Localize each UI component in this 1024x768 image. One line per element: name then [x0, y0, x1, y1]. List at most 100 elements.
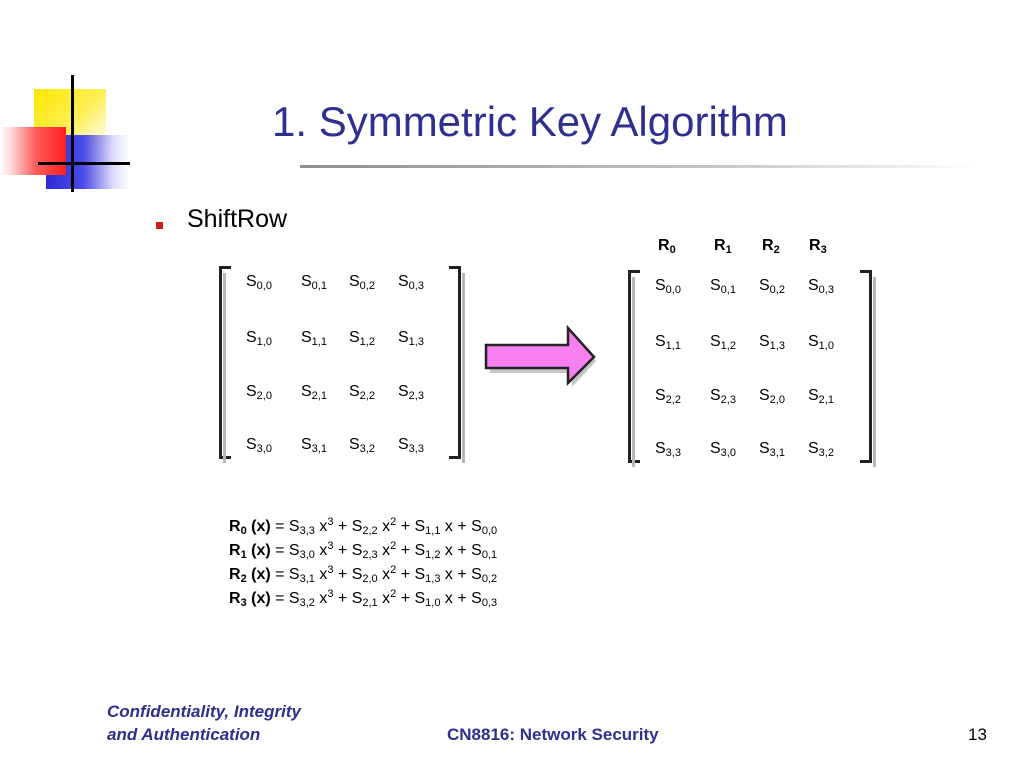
left-bracket [628, 270, 640, 467]
equation-term: S0,1 [471, 542, 498, 561]
header-index: 2 [773, 244, 780, 256]
matrix-cell: S2,2 [655, 388, 681, 406]
cell-index: 0,0 [256, 280, 272, 292]
matrix-cell: S2,3 [398, 383, 424, 402]
matrix-cell: S0,0 [246, 274, 272, 292]
cell-index: 3,1 [769, 447, 785, 459]
matrix-cell: S2,3 [710, 387, 736, 406]
cell-index: 0,0 [665, 284, 681, 296]
cell-base: S [349, 436, 360, 453]
cell-base: S [398, 436, 409, 453]
matrix-cell: S0,2 [349, 273, 375, 292]
equation-term: S1,1 x [414, 518, 453, 537]
cell-base: S [710, 277, 721, 294]
cell-index: 3,2 [359, 443, 375, 455]
equation-term: S3,2 x3 [288, 588, 334, 609]
cell-index: 0,1 [720, 284, 736, 296]
equation-term: S3,0 x3 [288, 540, 334, 561]
header-base: R [714, 237, 726, 254]
cell-base: S [655, 333, 666, 350]
equation-term: S1,3 x [414, 566, 453, 585]
cell-base: S [710, 387, 721, 404]
cell-index: 1,2 [720, 340, 736, 352]
equation-term: S1,0 x [414, 590, 453, 609]
matrix-cell: S1,2 [710, 333, 736, 352]
logo-vertical-line [71, 75, 74, 192]
matrix-cell: S3,0 [246, 436, 272, 455]
equation-term: S2,2 x2 [351, 516, 397, 537]
matrix-cell: S1,3 [398, 329, 424, 348]
matrix-cell: S1,1 [301, 330, 327, 348]
equation-lhs: R2 (x) [229, 566, 271, 585]
matrix-cell: S1,1 [655, 333, 681, 352]
column-header: R1 [714, 237, 732, 256]
cell-base: S [710, 333, 721, 350]
cell-index: 2,3 [720, 394, 736, 406]
cell-base: S [301, 383, 312, 400]
cell-base: S [808, 387, 819, 404]
matrix-cell: S3,2 [349, 436, 375, 455]
matrix-cell: S2,1 [808, 387, 834, 406]
bullet-text: ShiftRow [187, 205, 288, 233]
footer-course-name: CN8816: Network Security [447, 725, 659, 744]
column-header: R2 [762, 237, 780, 256]
equation-term: S2,3 x2 [351, 540, 397, 561]
cell-index: 0,2 [769, 284, 785, 296]
equation-term: S0,0 [471, 518, 498, 537]
cell-base: S [246, 436, 257, 453]
cell-index: 3,1 [311, 443, 327, 455]
matrix-cell: S0,2 [759, 277, 785, 296]
cell-index: 0,2 [359, 280, 375, 292]
header-base: R [762, 237, 774, 254]
cell-base: S [349, 383, 360, 400]
equation-lhs: R0 (x) [229, 518, 271, 537]
matrix-cell: S3,2 [808, 441, 834, 459]
cell-index: 1,3 [769, 340, 785, 352]
cell-index: 2,0 [256, 390, 272, 402]
cell-index: 2,1 [311, 390, 327, 402]
column-header: R3 [809, 237, 827, 256]
equation-term: S1,2 x [414, 542, 453, 561]
cell-index: 2,2 [665, 394, 681, 406]
header-index: 3 [820, 244, 827, 256]
cell-index: 2,2 [359, 390, 375, 402]
bullet-square-icon [156, 222, 163, 229]
equation-term: S0,2 [471, 566, 498, 585]
matrix-cell: S3,1 [759, 441, 785, 459]
cell-base: S [301, 273, 312, 290]
row-equations: R0 (x) = S3,3 x3 + S2,2 x2 + S1,1 x + S0… [229, 515, 497, 611]
matrix-cell: S3,3 [398, 436, 424, 455]
equation-line: R1 (x) = S3,0 x3 + S2,3 x2 + S1,2 x + S0… [229, 540, 498, 561]
left-bracket [219, 266, 231, 463]
header-base: R [809, 237, 821, 254]
equation-term: S3,1 x3 [288, 564, 334, 585]
matrix-cell: S0,0 [655, 277, 681, 296]
equation-line: R2 (x) = S3,1 x3 + S2,0 x2 + S1,3 x + S0… [229, 564, 498, 585]
matrix-cell: S1,0 [246, 329, 272, 348]
page-number: 13 [968, 725, 987, 744]
equation-term: S2,1 x2 [351, 588, 397, 609]
footer-course-topic: Confidentiality, Integrity and Authentic… [107, 700, 301, 746]
cell-base: S [655, 277, 666, 294]
matrix-cell: S1,0 [808, 334, 834, 352]
cell-base: S [349, 273, 360, 290]
cell-index: 0,3 [408, 280, 424, 292]
footer-topic-line-2: and Authentication [107, 725, 261, 744]
matrix-cell: S1,2 [349, 330, 375, 348]
right-bracket [860, 270, 876, 467]
cell-base: S [398, 329, 409, 346]
footer-topic-line-1: Confidentiality, Integrity [107, 702, 301, 721]
matrix-cell: S0,1 [710, 277, 736, 296]
cell-base: S [655, 440, 666, 457]
logo-red-square [0, 127, 66, 175]
cell-base: S [759, 277, 770, 294]
cell-index: 0,1 [311, 280, 327, 292]
logo-graphic [0, 75, 130, 195]
cell-base: S [398, 383, 409, 400]
equation-term: S2,0 x2 [351, 564, 397, 585]
cell-base: S [246, 329, 257, 346]
matrix-cell: S1,3 [759, 334, 785, 352]
logo-horizontal-line [38, 162, 130, 165]
cell-index: 1,0 [256, 336, 272, 348]
